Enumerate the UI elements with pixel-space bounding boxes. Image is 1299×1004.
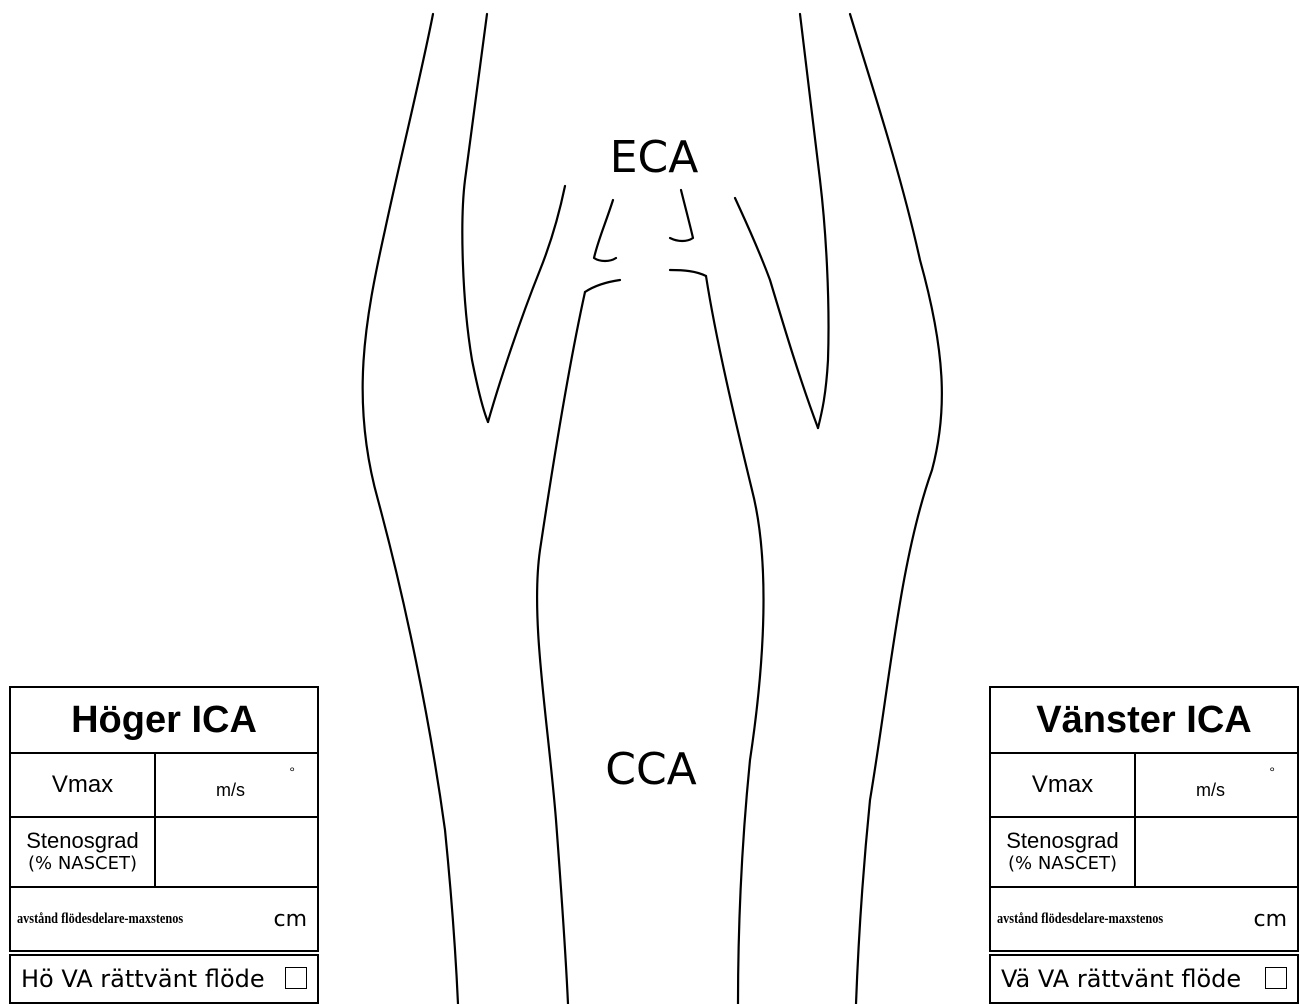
left-distance-label: avstånd flödesdelare-maxstenos xyxy=(997,911,1163,928)
right-stenosis-row: Stenosgrad (% NASCET) xyxy=(11,818,317,888)
left-ica-outer xyxy=(462,14,488,422)
right-degree-mark: ° xyxy=(289,764,295,780)
left-vmax-label: Vmax xyxy=(991,754,1136,816)
right-va-label: Hö VA rättvänt flöde xyxy=(21,965,265,993)
left-va-box: Vä VA rättvänt flöde xyxy=(989,954,1299,1004)
eca-label: ECA xyxy=(610,132,699,183)
cca-inner-left-wall xyxy=(537,292,585,1004)
left-vmax-row: Vmax m/s ° xyxy=(991,754,1297,818)
left-stenosis-field[interactable] xyxy=(1136,818,1297,886)
right-ica-outer xyxy=(800,14,829,428)
right-distance-label: avstånd flödesdelare-maxstenos xyxy=(17,911,183,928)
left-distance-unit: cm xyxy=(1253,907,1287,932)
left-ica-panel: Vänster ICA Vmax m/s ° Stenosgrad (% NAS… xyxy=(989,686,1299,952)
right-stenosis-label-cell: Stenosgrad (% NASCET) xyxy=(11,818,156,886)
right-ica-inner xyxy=(735,198,818,428)
right-stenosis-field[interactable] xyxy=(156,818,317,886)
right-stenosis-sub: (% NASCET) xyxy=(28,853,137,875)
right-stenosis-label: Stenosgrad xyxy=(26,829,139,853)
right-ica-panel: Höger ICA Vmax m/s ° Stenosgrad (% NASCE… xyxy=(9,686,319,952)
left-ica-inner xyxy=(488,186,565,422)
cca-label: CCA xyxy=(605,744,697,795)
right-vmax-field[interactable]: m/s ° xyxy=(156,754,317,816)
left-stenosis-label-cell: Stenosgrad (% NASCET) xyxy=(991,818,1136,886)
right-distance-unit: cm xyxy=(273,907,307,932)
left-stenosis-row: Stenosgrad (% NASCET) xyxy=(991,818,1297,888)
left-ica-title: Vänster ICA xyxy=(991,688,1297,754)
left-va-checkbox[interactable] xyxy=(1265,967,1287,989)
left-distance-row[interactable]: avstånd flödesdelare-maxstenos cm xyxy=(991,888,1297,950)
right-va-box: Hö VA rättvänt flöde xyxy=(9,954,319,1004)
right-ica-title: Höger ICA xyxy=(11,688,317,754)
eca-stub-right-bottom xyxy=(670,270,706,276)
left-degree-mark: ° xyxy=(1269,764,1275,780)
right-vmax-row: Vmax m/s ° xyxy=(11,754,317,818)
left-vmax-field[interactable]: m/s ° xyxy=(1136,754,1297,816)
eca-stub-right-top xyxy=(670,190,693,241)
right-va-checkbox[interactable] xyxy=(285,967,307,989)
right-vmax-label: Vmax xyxy=(11,754,156,816)
eca-stub-left-bottom xyxy=(585,280,620,292)
cca-inner-right-wall xyxy=(706,276,764,1004)
right-distance-row[interactable]: avstånd flödesdelare-maxstenos cm xyxy=(11,888,317,950)
vessel-outer-right-wall xyxy=(850,14,942,1004)
eca-stub-left-top xyxy=(594,200,616,261)
left-stenosis-sub: (% NASCET) xyxy=(1008,853,1117,875)
right-vmax-unit: m/s xyxy=(216,780,245,801)
vessel-outer-left-wall xyxy=(363,14,458,1004)
left-stenosis-label: Stenosgrad xyxy=(1006,829,1119,853)
left-vmax-unit: m/s xyxy=(1196,780,1225,801)
left-va-label: Vä VA rättvänt flöde xyxy=(1001,965,1241,993)
